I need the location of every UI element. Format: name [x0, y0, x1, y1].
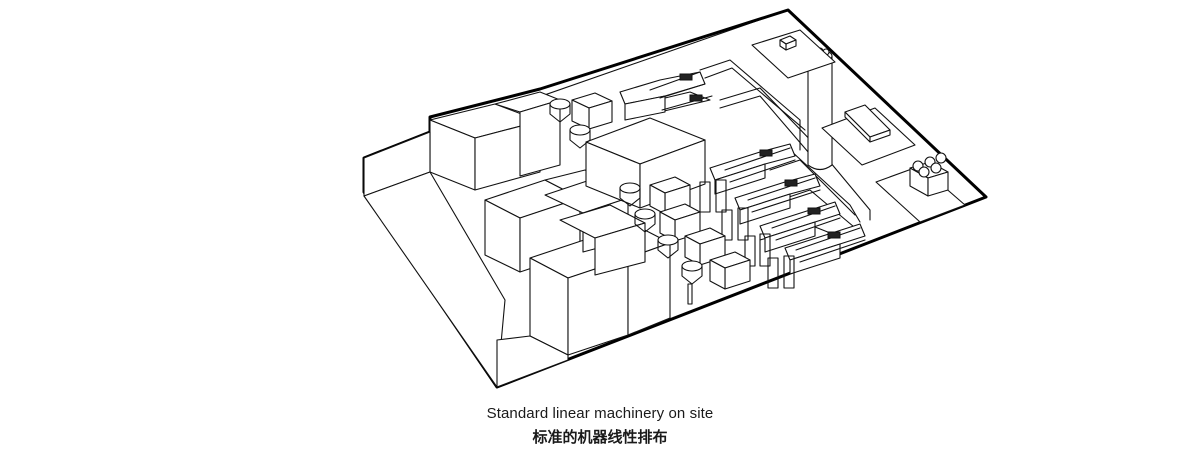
upper-machinery [549, 71, 713, 149]
main-building-block [363, 91, 561, 388]
caption-english: Standard linear machinery on site [486, 405, 714, 422]
production-bays [484, 169, 671, 388]
middle-machinery [619, 143, 866, 305]
site-pads [751, 29, 966, 223]
caption-chinese: 标准的机器线性排布 [532, 428, 668, 446]
